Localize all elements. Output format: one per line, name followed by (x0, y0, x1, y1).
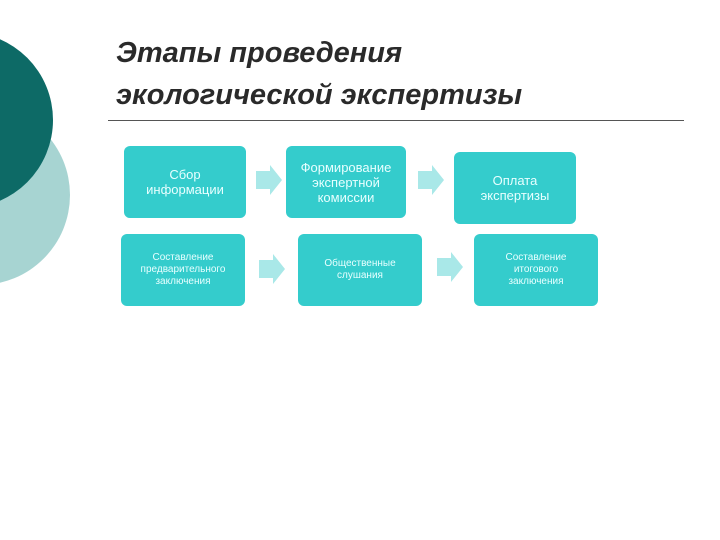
arrow-right-icon (259, 254, 285, 284)
stage-box-final-conclusion: Составление итогового заключения (474, 234, 598, 306)
stage-box-payment: Оплата экспертизы (454, 152, 576, 224)
title-underline (108, 120, 684, 121)
slide-title-line-2: экологической экспертизы (116, 79, 523, 111)
stage-box-expert-commission: Формирование экспертной комиссии (286, 146, 406, 218)
stage-box-preliminary-conclusion: Составление предварительного заключения (121, 234, 245, 306)
stage-box-public-hearings: Общественные слушания (298, 234, 422, 306)
decorative-circles (0, 39, 70, 283)
dark-circle-shape (0, 39, 53, 201)
slide-title-line-1: Этапы проведения (116, 37, 403, 69)
arrow-right-icon (418, 165, 444, 195)
arrow-right-icon (256, 165, 282, 195)
stage-box-data-collection: Сбор информации (124, 146, 246, 218)
slide-title: Этапы проведения экологической экспертиз… (116, 32, 676, 116)
arrow-right-icon (437, 252, 463, 282)
